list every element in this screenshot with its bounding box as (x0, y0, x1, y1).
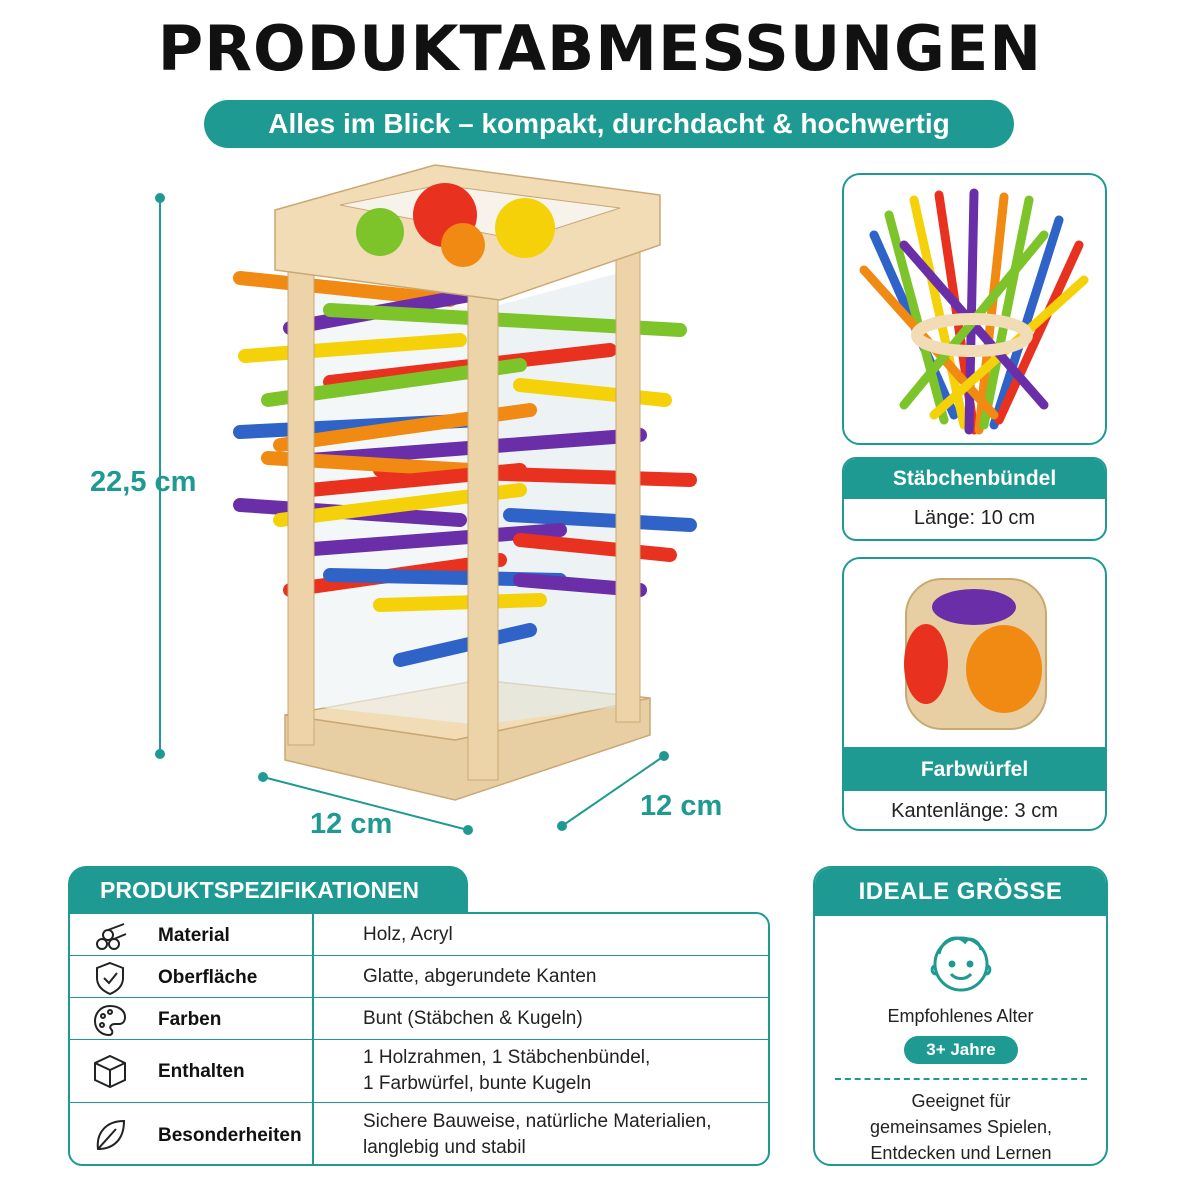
tower-pillar (287, 254, 315, 746)
spec-value-contents-line2: 1 Farbwürfel, bunte Kugeln (363, 1073, 592, 1094)
spec-value-contents-line1: 1 Holzrahmen, 1 Stäbchenbündel, (363, 1047, 651, 1068)
ideal-description: Geeignet für gemeinsames Spielen, Entdec… (825, 1088, 1097, 1164)
dice-title: Farbwürfel (844, 749, 1105, 791)
shield-check-icon (96, 961, 124, 996)
wood-logs-icon (96, 923, 127, 950)
table-row: Enthalten 1 Holzrahmen, 1 Stäbchenbündel… (70, 1039, 768, 1102)
spec-value-surface: Glatte, abgerundete Kanten (363, 966, 597, 987)
stick-bundle-image (859, 188, 1089, 435)
palette-icon (93, 1004, 127, 1037)
colored-balls (356, 183, 555, 267)
ideal-size-card: IDEALE GRÖSSE Empfohlenes Alter 3+ Jahre… (813, 866, 1108, 1166)
spec-value-features-line2: langlebig und stabil (363, 1137, 526, 1158)
ideal-size-heading: IDEALE GRÖSSE (815, 868, 1106, 916)
stick-bundle-label: Stäbchenbündel Länge: 10 cm (842, 457, 1107, 541)
spec-key-colors: Farben (158, 1009, 222, 1030)
spec-value-material: Holz, Acryl (363, 924, 453, 945)
spec-key-material: Material (158, 925, 230, 946)
stick-bundle-card (842, 173, 1107, 445)
page-title: PRODUKTABMESSUNGEN (157, 12, 1043, 85)
spec-value-colors: Bunt (Stäbchen & Kugeln) (363, 1008, 583, 1029)
stick-bundle-title: Stäbchenbündel (844, 459, 1105, 499)
table-row: Oberfläche Glatte, abgerundete Kanten (70, 955, 768, 997)
ideal-desc-line3: Entdecken und Lernen (870, 1143, 1052, 1163)
tower-drawing (155, 164, 697, 835)
subtitle-banner: Alles im Blick – kompakt, durchdacht & h… (204, 100, 1014, 148)
specs-heading: PRODUKTSPEZIFIKATIONEN (68, 866, 468, 914)
spec-key-surface: Oberfläche (158, 967, 258, 988)
product-illustration: 22,5 cm 12 cm 12 cm (0, 160, 800, 860)
height-label: 22,5 cm (90, 466, 197, 498)
table-row: Besonderheiten Sichere Bauweise, natürli… (70, 1102, 768, 1164)
table-row: Material Holz, Acryl (70, 914, 768, 955)
width-dimension-line (258, 772, 473, 835)
dice-card: Farbwürfel Kantenlänge: 3 cm (842, 557, 1107, 831)
spec-key-features: Besonderheiten (158, 1125, 302, 1146)
ideal-desc-line2: gemeinsames Spielen, (869, 1117, 1053, 1137)
age-badge: 3+ Jahre (904, 1036, 1018, 1064)
spec-value-features-line1: Sichere Bauweise, natürliche Materialien… (363, 1111, 712, 1132)
child-face-icon (930, 936, 992, 992)
ideal-desc-line1: Geeignet für (911, 1091, 1011, 1111)
dashed-divider (835, 1078, 1087, 1080)
leaf-icon (96, 1119, 126, 1151)
age-label: Empfohlenes Alter (887, 1006, 1034, 1026)
spec-key-contents: Enthalten (158, 1061, 245, 1082)
box-icon (94, 1054, 126, 1089)
specs-table: Material Holz, Acryl Oberfläche Glatte, … (68, 912, 770, 1166)
depth-dimension-line (557, 751, 669, 831)
width-label: 12 cm (310, 808, 393, 840)
stick-bundle-detail: Länge: 10 cm (913, 507, 1036, 529)
dice-image (904, 578, 1047, 730)
table-row: Farben Bunt (Stäbchen & Kugeln) (70, 997, 768, 1039)
dice-detail: Kantenlänge: 3 cm (891, 800, 1058, 822)
height-dimension-line (155, 193, 165, 759)
depth-label: 12 cm (640, 790, 723, 822)
